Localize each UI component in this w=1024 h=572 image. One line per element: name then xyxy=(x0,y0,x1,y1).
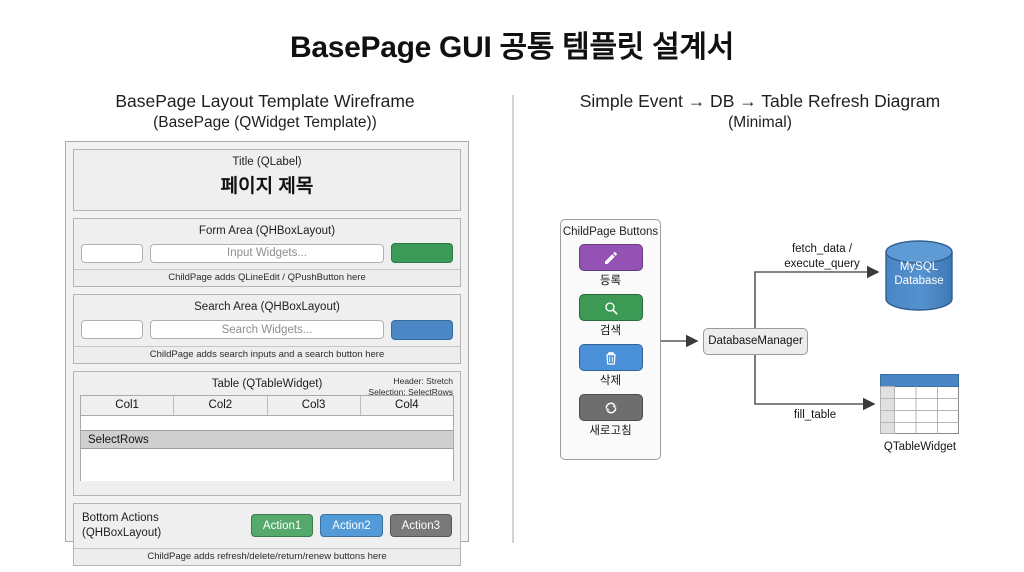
refresh-icon[interactable] xyxy=(578,394,643,421)
childpage-button-label-2: 검색 xyxy=(599,325,622,337)
table-section-label: Table (QTableWidget) xyxy=(211,377,323,390)
childpage-button-label-4: 새로고침 xyxy=(589,425,632,437)
left-panel-heading-line1: BasePage Layout Template Wireframe xyxy=(115,91,415,111)
table-meta: Header: Stretch Selection: SelectRows xyxy=(368,376,453,398)
bottom-actions-label: Bottom Actions (QHBoxLayout) xyxy=(82,511,244,541)
qtablewidget-label: QTableWidget xyxy=(883,441,957,453)
form-input-widgets[interactable]: Input Widgets... xyxy=(150,243,384,263)
page-title: BasePage GUI 공통 템플릿 설계서 xyxy=(290,31,734,64)
mysql-database-label: MySQL Database xyxy=(884,261,954,289)
left-panel-heading: BasePage Layout Template Wireframe (Base… xyxy=(40,90,490,134)
magnifier-icon[interactable] xyxy=(578,294,643,321)
form-area-hint: ChildPage adds QLineEdit / QPushButton h… xyxy=(74,269,460,287)
mysql-database-node: MySQL Database xyxy=(884,239,954,312)
title-section-label: Title (QLabel) xyxy=(232,156,302,168)
pencil-icon[interactable] xyxy=(578,244,643,271)
edge-label-fill: fill_table xyxy=(793,409,837,421)
title-section: Title (QLabel) 페이지 제목 xyxy=(73,149,461,211)
left-panel-heading-line2: (BasePage (QWidget Template)) xyxy=(153,114,377,132)
search-submit-button[interactable] xyxy=(391,319,453,340)
search-area-section: Search Area (QHBoxLayout) Search Widgets… xyxy=(73,294,461,364)
bottom-actions-hint: ChildPage adds refresh/delete/return/ren… xyxy=(74,547,460,565)
childpage-button-3[interactable]: 삭제 xyxy=(561,344,660,388)
edge-dbmanager-to-table xyxy=(754,355,876,411)
action-button-1[interactable]: Action1 xyxy=(250,514,314,538)
bottom-actions-label-line1: Bottom Actions xyxy=(82,511,159,524)
mysql-label-line2: Database xyxy=(894,274,944,287)
table-column-header-1[interactable]: Col1 xyxy=(81,396,175,416)
edge-label-fetch-line2: execute_query xyxy=(784,257,860,270)
action-button-2[interactable]: Action2 xyxy=(320,514,383,538)
table-section: Table (QTableWidget) Header: Stretch Sel… xyxy=(73,370,461,496)
search-small-input[interactable] xyxy=(81,320,143,340)
right-panel-heading-line2: (Minimal) xyxy=(728,114,792,132)
form-small-input[interactable] xyxy=(81,243,143,263)
search-area-label: Search Area (QHBoxLayout) xyxy=(194,301,340,314)
table-empty-area xyxy=(81,449,453,482)
childpage-button-label-1: 등록 xyxy=(599,275,622,287)
childpage-button-4[interactable]: 새로고침 xyxy=(561,394,660,438)
right-panel-heading-line1: Simple Event → DB → Table Refresh Diagra… xyxy=(579,91,941,111)
search-input-widgets[interactable]: Search Widgets... xyxy=(150,320,384,340)
trash-icon[interactable] xyxy=(578,344,643,371)
table-grid-icon xyxy=(880,374,959,434)
childpage-buttons-title: ChildPage Buttons xyxy=(562,226,659,238)
basepage-wireframe: Title (QLabel) 페이지 제목 Form Area (QHBoxLa… xyxy=(65,141,469,566)
bottom-actions-label-line2: (QHBoxLayout) xyxy=(82,526,162,539)
search-area-widgets: Search Widgets... xyxy=(74,315,460,346)
form-submit-button[interactable] xyxy=(391,243,453,264)
childpage-button-label-3: 삭제 xyxy=(599,375,622,387)
table-meta-selection: Selection: SelectRows xyxy=(368,386,453,397)
page-title-placeholder: 페이지 제목 xyxy=(220,176,314,198)
form-area-section: Form Area (QHBoxLayout) Input Widgets...… xyxy=(73,218,461,288)
qtablewidget-node xyxy=(880,374,959,434)
table-blank-row xyxy=(81,416,453,431)
form-area-widgets: Input Widgets... xyxy=(74,238,460,269)
edge-label-fetch: fetch_data / execute_query xyxy=(757,242,887,272)
mysql-label-line1: MySQL xyxy=(899,261,939,273)
right-panel-heading: Simple Event → DB → Table Refresh Diagra… xyxy=(540,90,980,134)
table-column-header-4[interactable]: Col4 xyxy=(395,399,419,412)
action-button-3[interactable]: Action3 xyxy=(389,514,452,538)
table-meta-header: Header: Stretch xyxy=(393,375,453,386)
edge-label-fetch-line1: fetch_data / xyxy=(791,243,853,255)
edge-dbmanager-to-mysql xyxy=(754,265,880,328)
table-column-header-3[interactable]: Col3 xyxy=(268,396,361,416)
table-selected-row[interactable]: SelectRows xyxy=(81,430,453,450)
table-column-header-2[interactable]: Col2 xyxy=(174,396,268,416)
form-area-label: Form Area (QHBoxLayout) xyxy=(198,225,336,237)
database-manager-node[interactable]: DatabaseManager xyxy=(703,328,808,355)
childpage-button-2[interactable]: 검색 xyxy=(561,294,660,338)
panel-divider xyxy=(512,95,514,543)
database-cylinder-icon xyxy=(885,240,953,311)
search-area-hint: ChildPage adds search inputs and a searc… xyxy=(74,345,460,363)
childpage-button-1[interactable]: 등록 xyxy=(561,244,660,288)
